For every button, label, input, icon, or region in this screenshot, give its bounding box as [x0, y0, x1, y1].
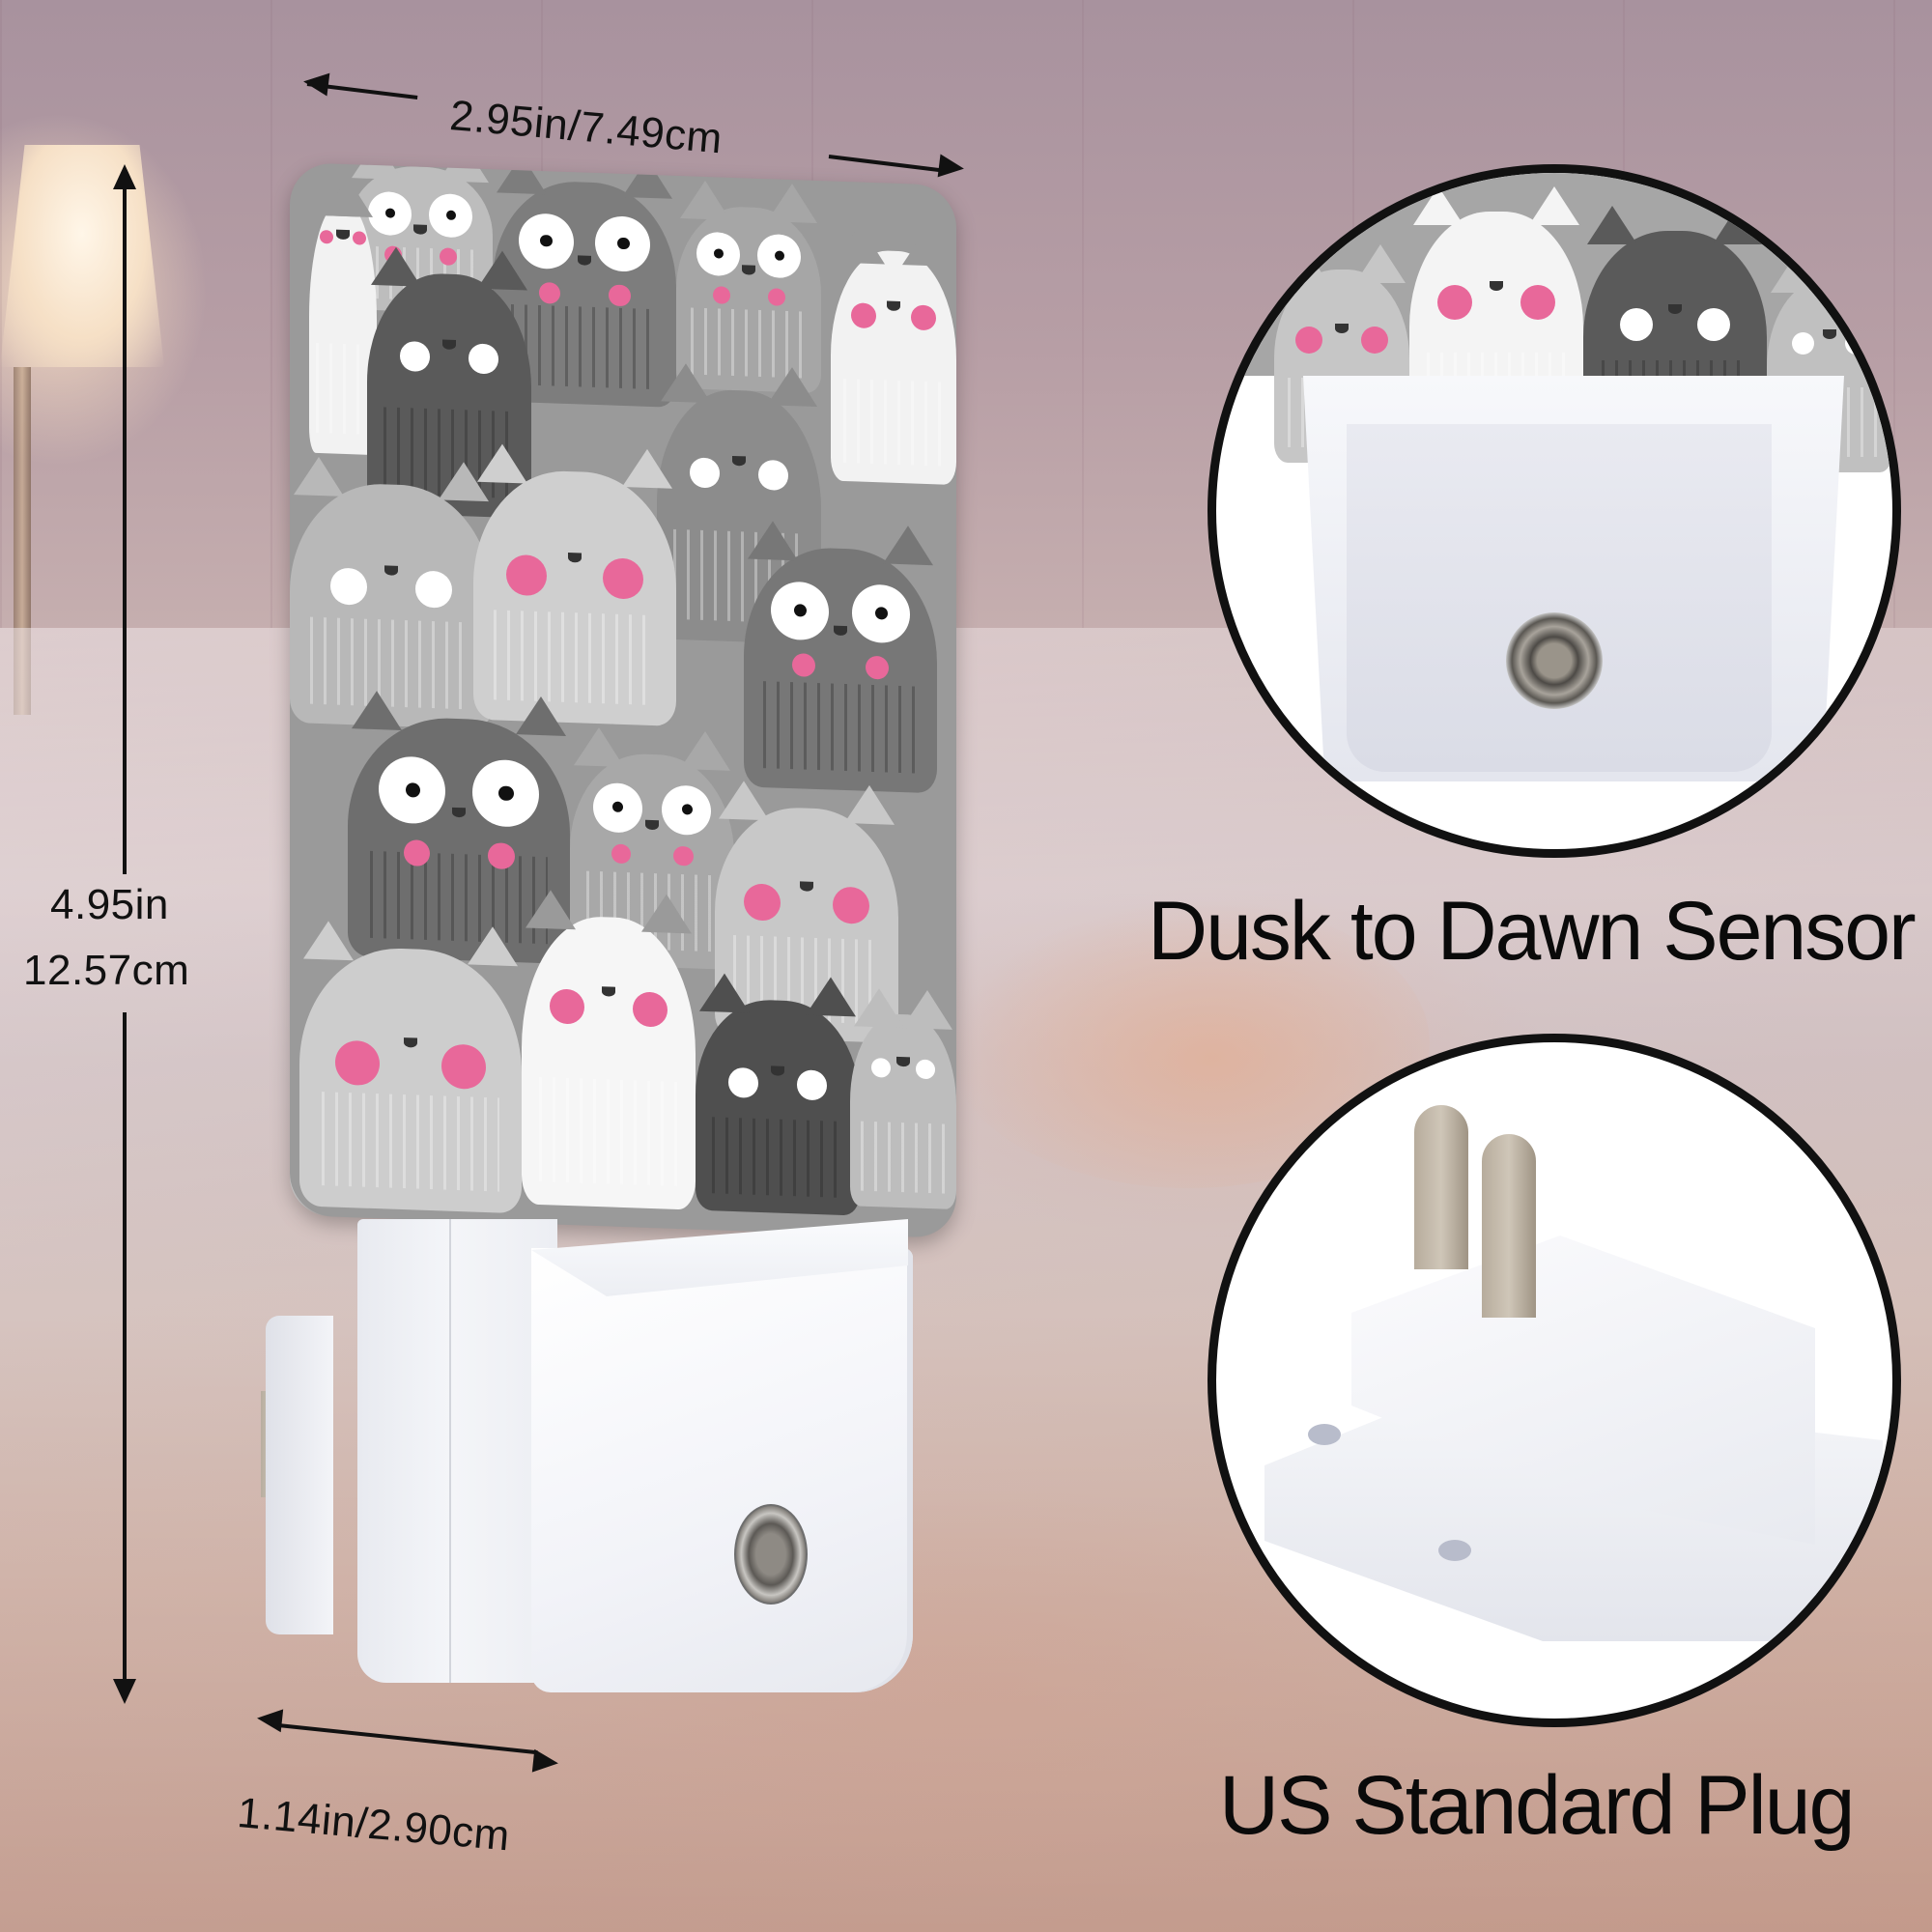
arrow-down-icon	[113, 1679, 136, 1704]
arrow-left-icon	[301, 70, 330, 97]
cat-illustration	[696, 972, 860, 1216]
device-face	[1347, 424, 1772, 772]
height-line-bottom	[123, 1012, 127, 1679]
height-line-top	[123, 185, 127, 874]
height-cm-label: 12.57cm	[23, 947, 190, 994]
sensor-closeup	[1208, 164, 1901, 858]
night-light-base	[266, 1219, 918, 1712]
arrow-up-icon	[113, 164, 136, 189]
arrow-left-icon	[255, 1706, 284, 1733]
base-front	[531, 1248, 913, 1692]
plug-closeup	[1208, 1034, 1901, 1727]
light-sensor-icon	[734, 1504, 808, 1605]
plug-blade-right	[1482, 1134, 1536, 1318]
arrow-right-icon	[937, 154, 966, 181]
plug-blade-left	[1414, 1105, 1468, 1269]
cat-illustration	[473, 442, 676, 726]
arrow-right-icon	[531, 1748, 560, 1776]
height-in-label: 4.95in	[50, 881, 169, 928]
plug-housing	[266, 1316, 333, 1634]
plug-feature-label: US Standard Plug	[1219, 1759, 1855, 1852]
cat-illustration	[744, 520, 937, 794]
cat-pattern-panel	[290, 161, 956, 1239]
cat-pattern-strip	[1216, 173, 1892, 472]
cat-illustration	[831, 223, 956, 486]
screw-hole	[1308, 1424, 1341, 1445]
cat-illustration	[299, 920, 522, 1214]
screw-hole	[1438, 1540, 1471, 1561]
cat-illustration	[850, 987, 956, 1210]
sensor-feature-label: Dusk to Dawn Sensor	[1148, 885, 1917, 978]
bedside-lamp	[0, 145, 164, 367]
light-sensor-icon	[1506, 612, 1603, 709]
cat-illustration	[522, 889, 696, 1210]
